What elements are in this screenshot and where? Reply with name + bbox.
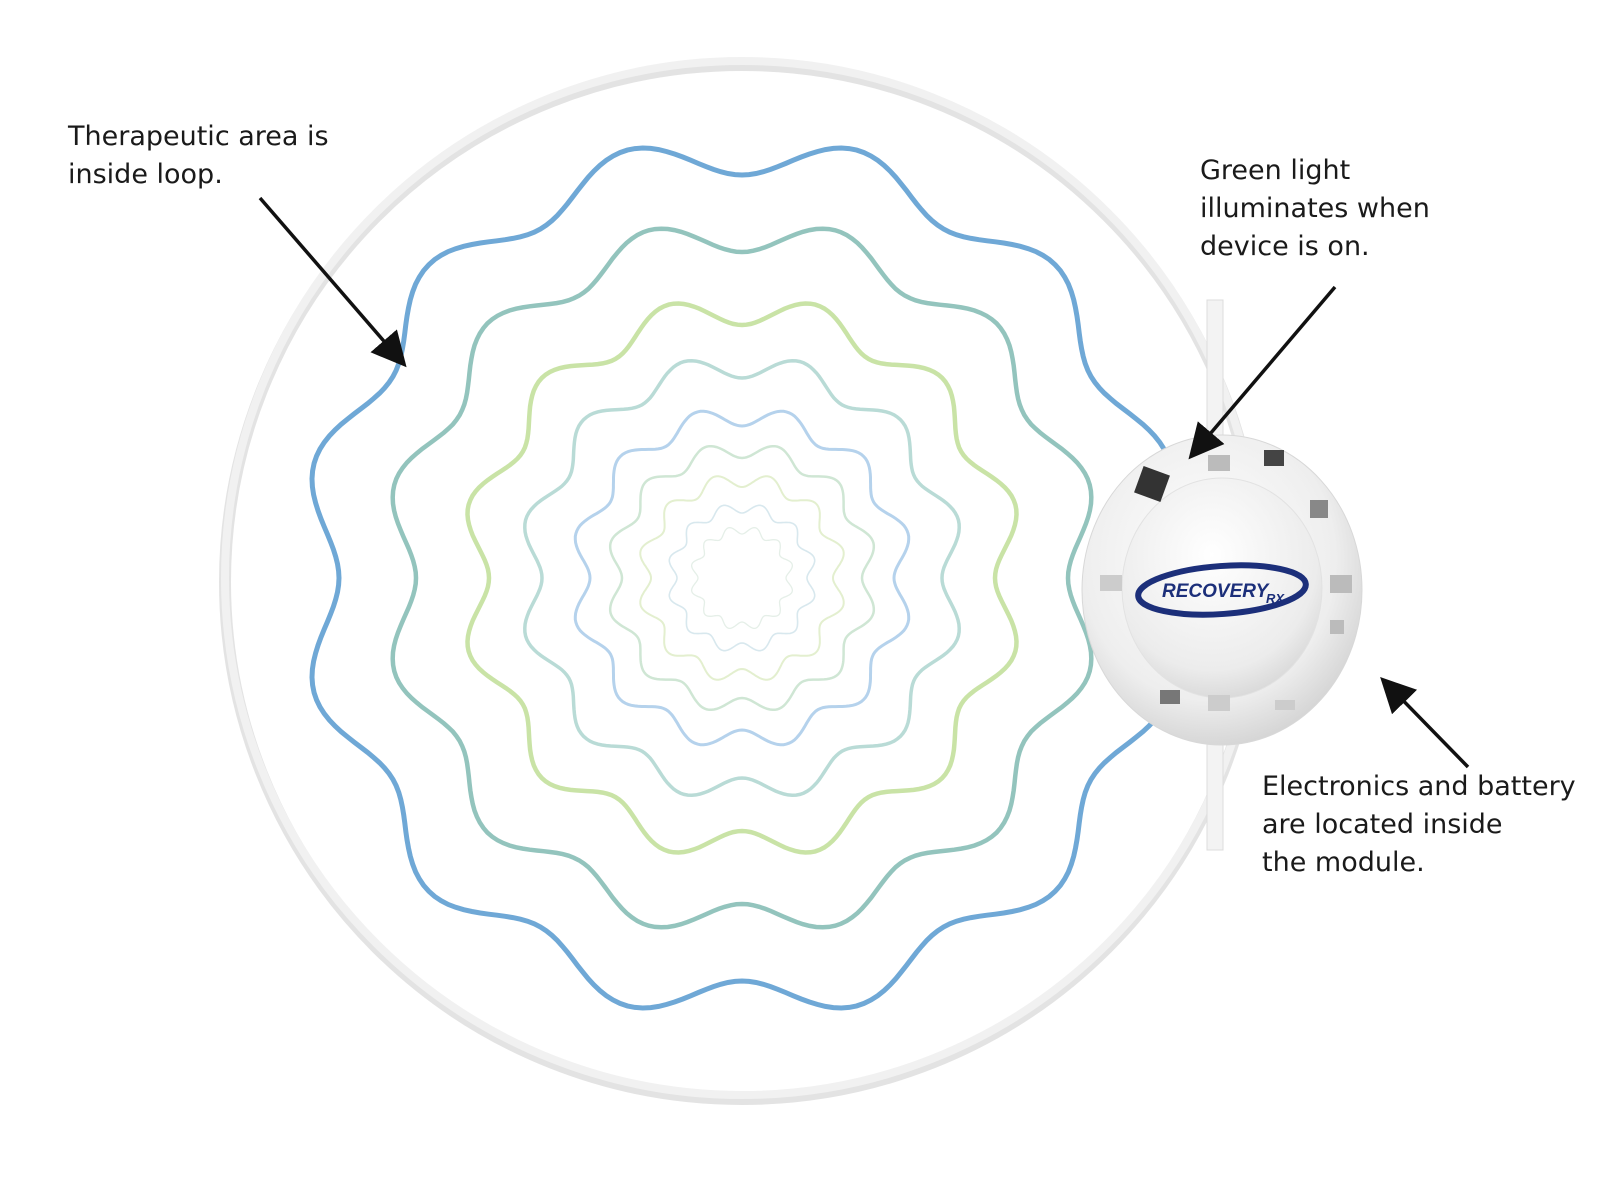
wave-ring <box>639 475 845 681</box>
therapeutic-wave-rings <box>309 145 1175 1011</box>
arrow-electronics <box>1380 676 1470 769</box>
wave-ring <box>390 226 1094 930</box>
electronics-label: Electronics and battery are located insi… <box>1262 771 1576 878</box>
green-light-label: Green light illuminates when device is o… <box>1200 155 1430 262</box>
therapeutic-area-label: Therapeutic area is inside loop. <box>68 121 329 190</box>
wave-ring <box>573 409 911 747</box>
svg-text:RECOVERY: RECOVERY <box>1162 581 1271 602</box>
wave-ring <box>309 145 1175 1011</box>
electronics-module: RECOVERY RX <box>1081 299 1363 851</box>
wave-ring <box>608 444 876 712</box>
arrow-green-light <box>1188 285 1337 460</box>
wave-ring <box>523 359 961 797</box>
wave-ring <box>690 526 794 630</box>
svg-text:RX: RX <box>1266 591 1285 606</box>
arrow-therapeutic <box>258 196 407 368</box>
wave-ring <box>668 504 816 652</box>
recoveryrx-logo: RECOVERY RX <box>1135 562 1309 618</box>
wave-ring <box>465 301 1019 855</box>
